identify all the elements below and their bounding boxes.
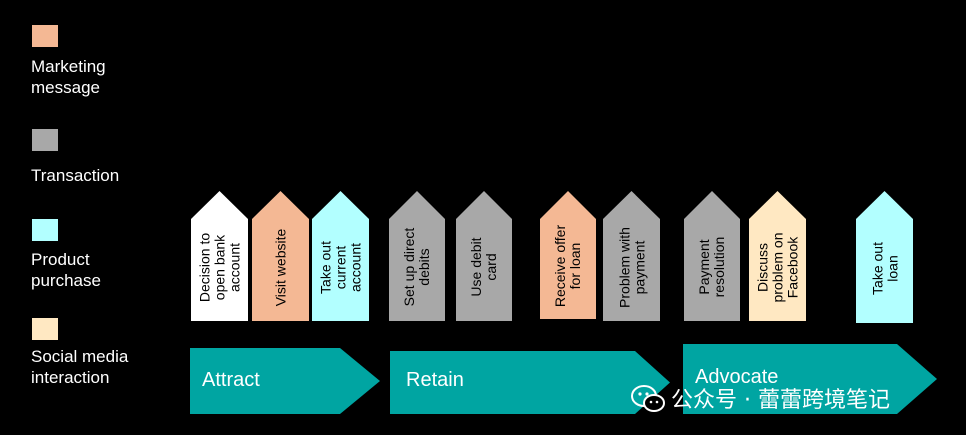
tag-shape bbox=[252, 191, 309, 321]
legend-swatch-transaction bbox=[32, 129, 58, 151]
tag-label: Receive offer for loan bbox=[552, 224, 583, 308]
stage-label: Advocate bbox=[695, 366, 779, 388]
tag-shape bbox=[856, 191, 913, 323]
tag-label: Decision to open bank account bbox=[196, 232, 242, 302]
stage-label: Attract bbox=[202, 369, 260, 391]
tag-shape bbox=[749, 191, 806, 321]
legend-swatch-marketing bbox=[32, 25, 58, 47]
stage-label: Retain bbox=[406, 369, 464, 391]
watermark: 公众号 · 蕾蕾跨境笔记 bbox=[631, 380, 951, 416]
watermark-text: 公众号 · 蕾蕾跨境笔记 bbox=[671, 388, 890, 413]
wechat-icon bbox=[631, 385, 665, 412]
tag-payment-resolution: Payment resolution bbox=[684, 191, 740, 321]
tag-current-account: Take out current account bbox=[312, 191, 369, 321]
tag-direct-debits: Set up direct debits bbox=[389, 191, 445, 321]
tag-label: Problem with payment bbox=[615, 226, 647, 308]
tag-shape bbox=[312, 191, 369, 321]
tag-shape bbox=[603, 191, 660, 321]
tag-debit-card: Use debit card bbox=[456, 191, 512, 321]
tag-payment-problem: Problem with payment bbox=[603, 191, 660, 321]
tag-label: Take out current account bbox=[317, 240, 363, 294]
tag-decision: Decision to open bank account bbox=[191, 191, 248, 321]
legend-label-marketing: Marketing message bbox=[31, 57, 106, 97]
tag-shape bbox=[456, 191, 512, 321]
tag-shape bbox=[684, 191, 740, 321]
stage-attract: Attract bbox=[190, 348, 380, 414]
stage-advocate: Advocate bbox=[683, 344, 937, 414]
tag-shape bbox=[389, 191, 445, 321]
tag-visit-website: Visit website bbox=[252, 191, 309, 321]
legend-label-social: Social media interaction bbox=[31, 347, 129, 387]
legend-label-transaction: Transaction bbox=[31, 166, 120, 185]
legend-swatch-social bbox=[32, 318, 58, 340]
tag-loan-offer: Receive offer for loan bbox=[540, 191, 596, 319]
tag-label: Visit website bbox=[272, 228, 288, 306]
tag-label: Take out loan bbox=[868, 241, 900, 295]
tag-label: Use debit card bbox=[468, 237, 499, 297]
tag-facebook: Discuss problem on Facebook bbox=[749, 191, 806, 321]
tag-label: Set up direct debits bbox=[401, 227, 432, 307]
tag-shape bbox=[540, 191, 596, 319]
tag-shape bbox=[191, 191, 248, 321]
stage-shape bbox=[190, 348, 380, 414]
stage-shape bbox=[683, 344, 937, 414]
legend-swatch-product bbox=[32, 219, 58, 241]
stage-retain: Retain bbox=[390, 351, 670, 414]
tag-label: Discuss problem on Facebook bbox=[754, 231, 800, 303]
tag-label: Payment resolution bbox=[696, 236, 727, 298]
legend-label-product: Product purchase bbox=[31, 250, 101, 290]
tag-take-loan: Take out loan bbox=[856, 191, 913, 323]
stage-shape bbox=[390, 351, 670, 414]
